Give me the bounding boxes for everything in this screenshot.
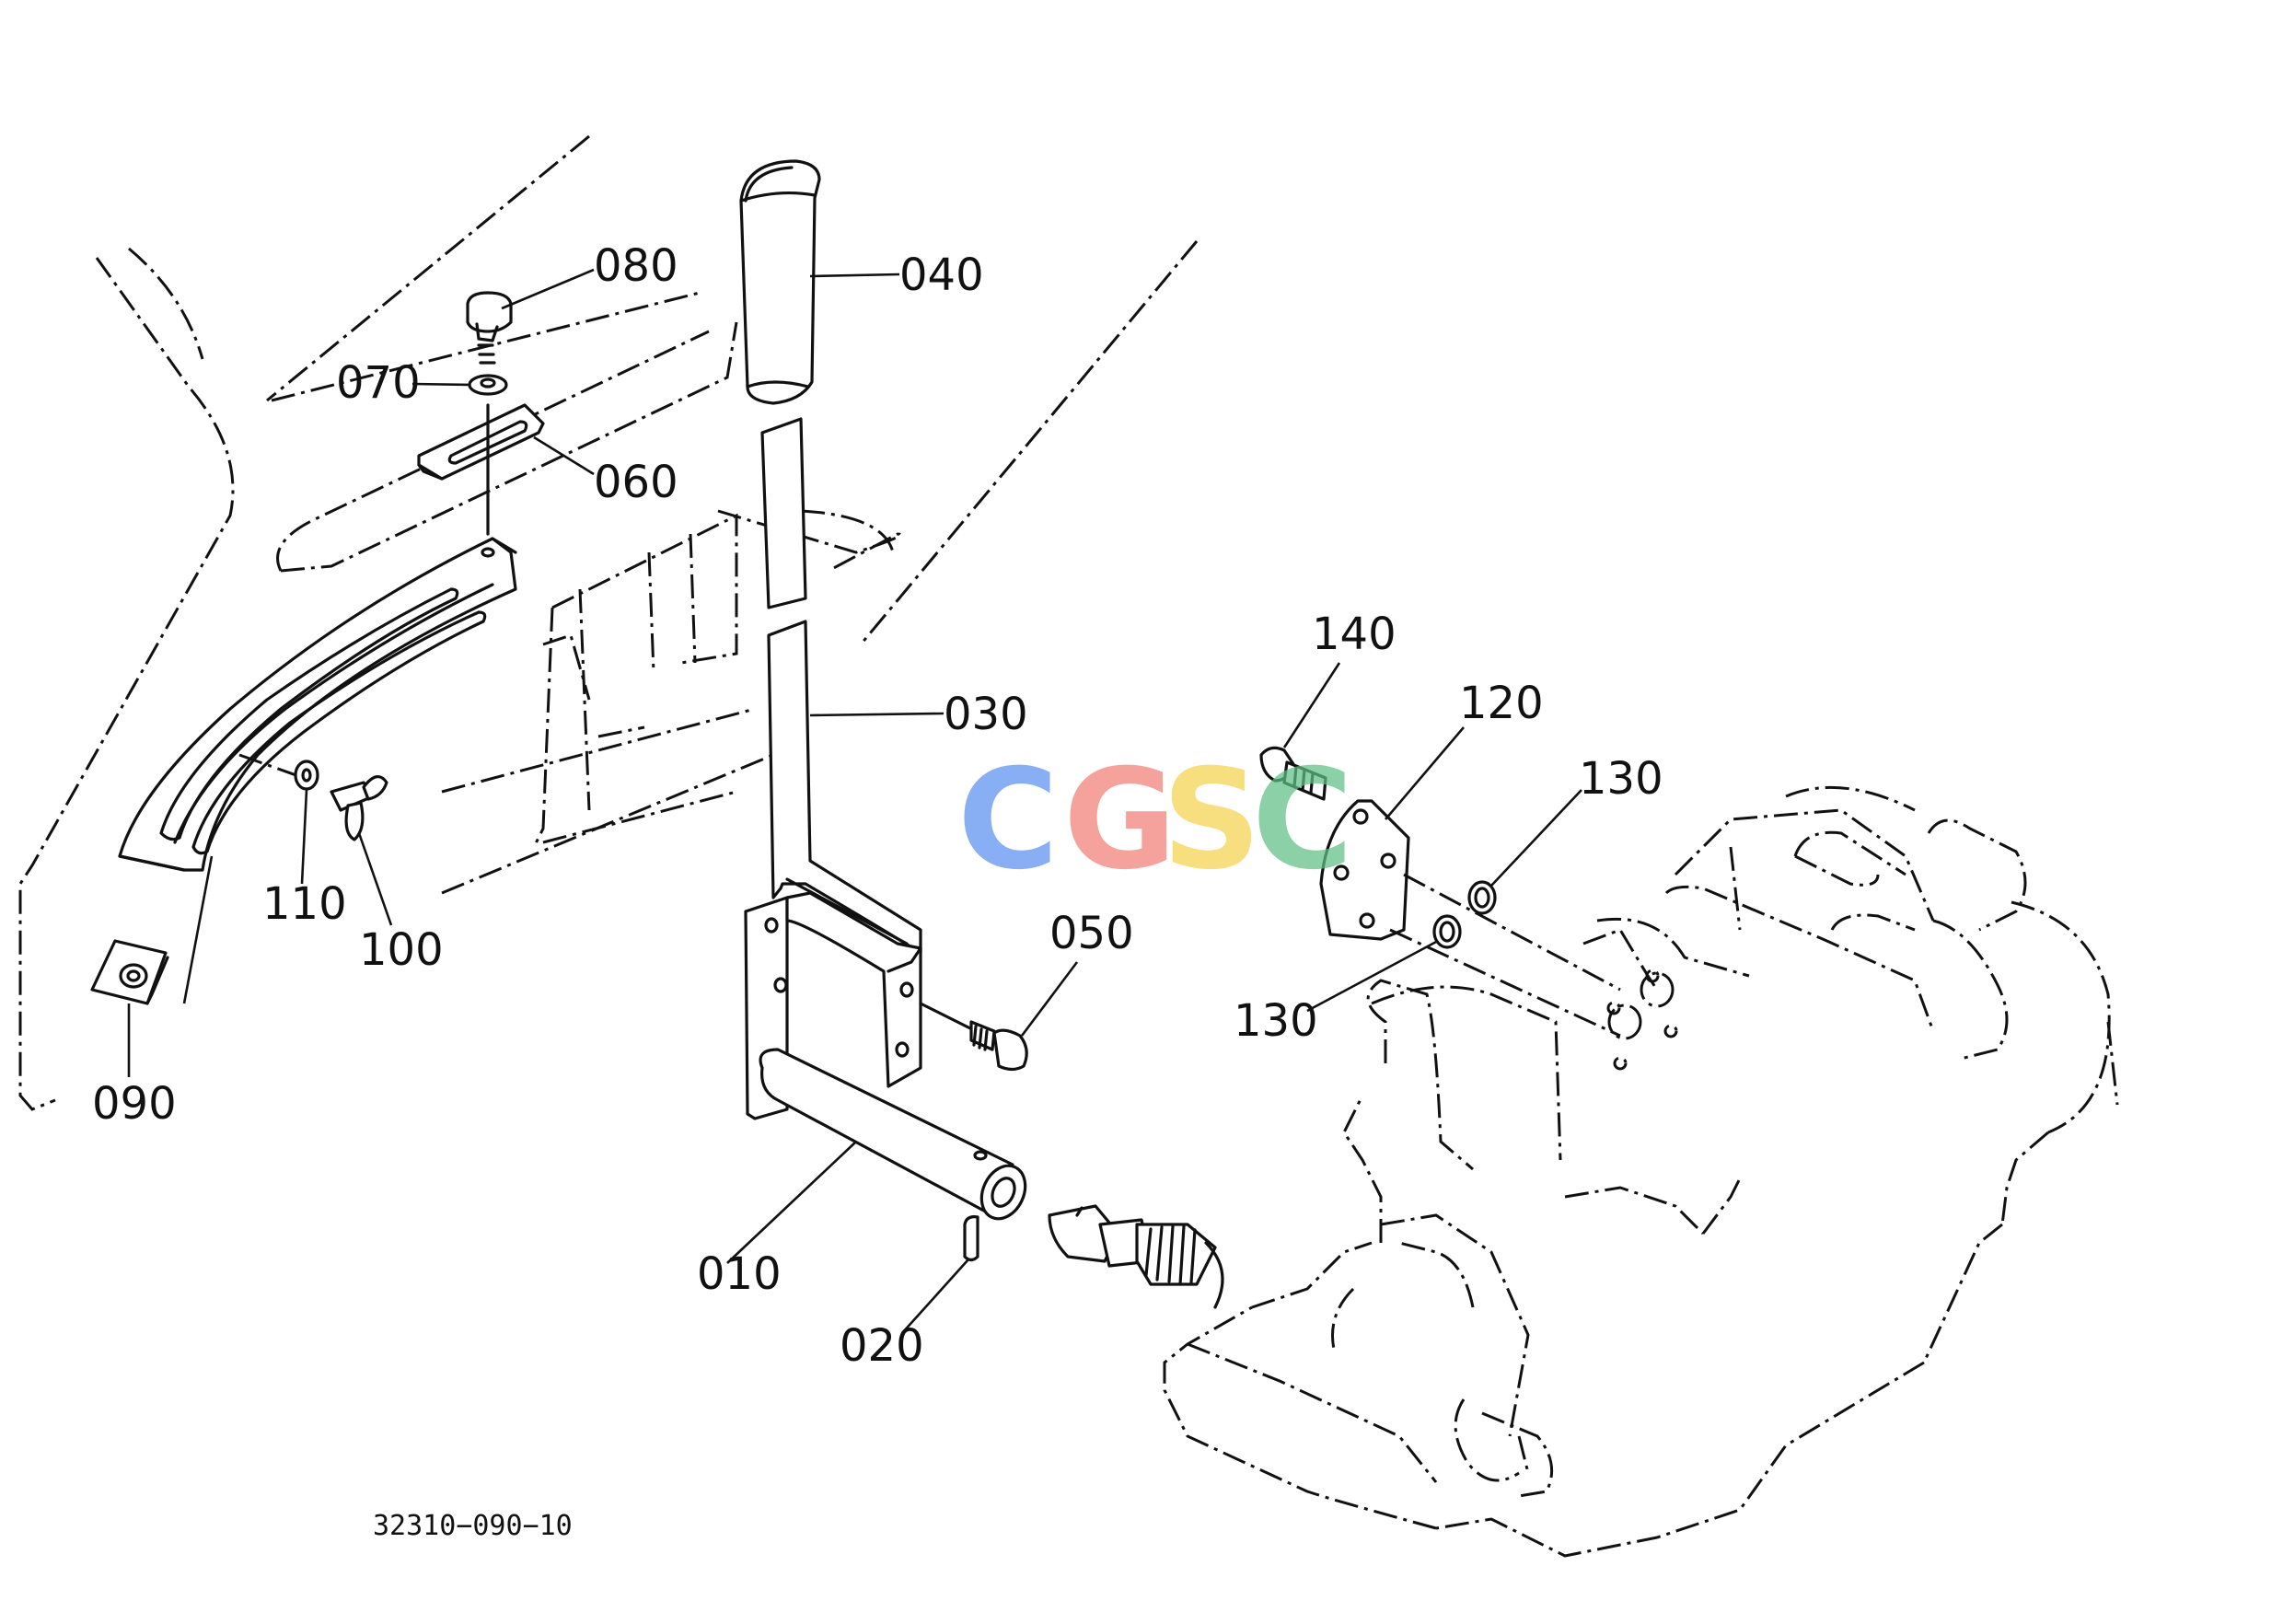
callout-060: 060 [594, 457, 678, 508]
slotted-guide-arm [118, 537, 517, 872]
spring-pin-part [963, 1215, 979, 1262]
callout-130-upper: 130 [1579, 753, 1663, 805]
callout-040: 040 [899, 249, 984, 301]
watermark-letter-s: S [1162, 740, 1261, 900]
bolt-part [466, 291, 513, 536]
callout-050: 050 [1049, 908, 1134, 959]
callout-labels: 080 070 060 040 030 140 120 130 130 050 … [92, 240, 1663, 1372]
callout-010: 010 [697, 1248, 782, 1300]
wing-bolt-part [294, 760, 388, 841]
transmission-port-holes [1606, 969, 1678, 1071]
watermark-letter-g: G [1063, 740, 1176, 900]
callout-140: 140 [1312, 609, 1396, 660]
bracket-bolt-part [919, 1002, 1028, 1072]
callout-020: 020 [840, 1320, 924, 1372]
washer-part [468, 374, 508, 396]
cover-plate-part [1319, 799, 1410, 941]
phantom-transmission [1163, 785, 2119, 1558]
cover-bolt-part [1259, 746, 1327, 801]
watermark-letter-c1: C [957, 740, 1059, 900]
callout-130-lower: 130 [1234, 995, 1318, 1047]
lever-shaft-part [759, 1048, 1027, 1221]
callout-080: 080 [594, 240, 678, 292]
callout-070: 070 [336, 357, 421, 409]
watermark-logo: C G S C [957, 740, 1353, 900]
callout-120: 120 [1459, 678, 1544, 729]
callout-110: 110 [262, 878, 347, 930]
phantom-frame-outlines [18, 134, 1199, 1111]
stop-plate-part [417, 403, 545, 481]
watermark-letter-c2: C [1252, 740, 1353, 900]
callout-090: 090 [92, 1078, 177, 1130]
leader-lines [127, 268, 1582, 1334]
drawing-reference-number: 32310−090−10 [373, 1510, 573, 1542]
callout-030: 030 [944, 689, 1028, 740]
transmission-shaft-part [1048, 1204, 1224, 1309]
square-nut-part [90, 939, 169, 1005]
lever-rod-part [760, 417, 922, 955]
lever-grip-part [739, 159, 821, 405]
o-ring-parts [1389, 873, 1621, 1038]
callout-100: 100 [359, 924, 444, 976]
